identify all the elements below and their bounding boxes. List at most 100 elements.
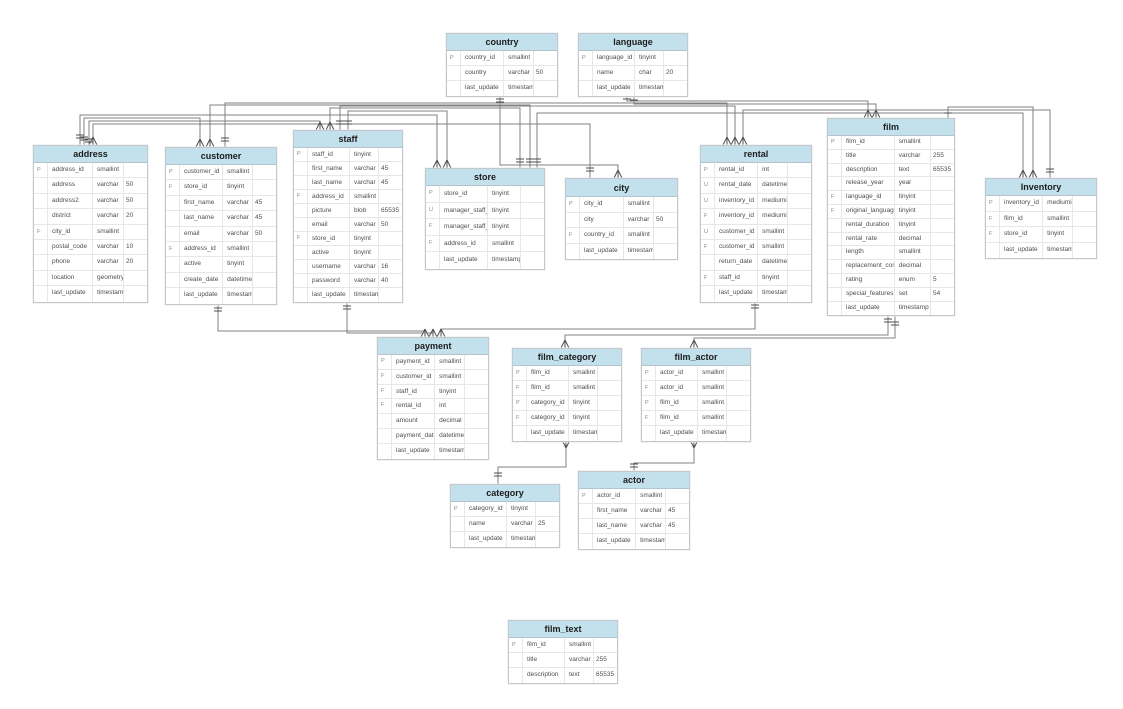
relationship-line[interactable] [83,117,201,147]
relationship-line[interactable] [346,301,434,337]
column-name: address_id [52,166,84,173]
relationship-language-film[interactable] [630,95,881,119]
crow-foot-many-marker [1018,169,1028,179]
relationship-line[interactable] [339,105,736,145]
column-type: smallint [567,366,597,380]
relationship-line[interactable] [88,120,321,145]
relationship-film-film_actor[interactable] [689,314,899,349]
table-title[interactable]: city [566,179,677,197]
column-type: timestamp [486,252,520,269]
relationship-store-customer[interactable] [205,104,534,168]
relationship-address-store[interactable] [76,114,442,169]
table-title[interactable]: category [451,485,559,502]
relationship-line[interactable] [742,109,1051,178]
relationship-address-staff[interactable] [85,120,325,145]
table-title[interactable]: film_text [509,621,617,638]
table-title[interactable]: film_actor [642,349,750,366]
column-size: 50 [252,226,276,241]
column-size [252,288,276,304]
entity-table-Inventory[interactable]: InventoryPinventory_idmediumintFfilm_ids… [985,178,1097,259]
relationship-line[interactable] [217,303,426,337]
relationship-film-film_category[interactable] [560,314,892,349]
table-title[interactable]: store [426,169,544,186]
column-type: tinyint [348,246,378,259]
table-title[interactable]: actor [579,472,689,489]
column-type: tinyint [486,202,520,218]
relationship-store-Inventory[interactable] [533,112,1028,179]
relationship-line[interactable] [499,95,619,178]
table-title[interactable]: film [828,119,954,136]
table-title[interactable]: address [34,146,147,163]
column-size [663,81,687,96]
table-title[interactable]: film_category [513,349,621,366]
relationship-store-staff[interactable] [325,107,524,168]
relationship-line[interactable] [224,102,728,147]
relationship-Inventory-rental[interactable] [738,109,1054,178]
column-name: rental_duration [846,220,890,228]
relationship-line[interactable] [497,440,567,484]
column-type: varchar [348,176,378,189]
crow-foot-many-marker [325,121,335,131]
column-key-flag: U [701,193,715,209]
table-title[interactable]: payment [378,338,488,355]
column-key-flag [579,519,593,533]
table-title[interactable]: country [447,34,557,51]
column-key-flag [509,653,523,667]
column-type: decimal [893,260,930,273]
relationship-country-city[interactable] [496,95,623,179]
relationship-customer-payment[interactable] [214,303,430,338]
relationship-line[interactable] [564,314,889,348]
column-type: varchar [91,255,123,270]
relationship-line[interactable] [209,104,531,168]
relationship-address-customer[interactable] [80,117,205,148]
relationship-category-film_category[interactable] [494,439,571,484]
relationship-staff-store[interactable] [344,110,452,169]
table-title[interactable]: Inventory [986,179,1096,196]
relationship-line[interactable] [79,114,438,168]
crow-foot-many-marker [442,159,452,169]
relationship-customer-rental[interactable] [221,102,732,147]
table-title[interactable]: customer [166,148,276,165]
table-title[interactable]: rental [701,146,811,163]
table-title[interactable]: language [579,34,687,51]
relationship-actor-film_actor[interactable] [630,439,699,471]
relationship-line[interactable] [633,440,695,471]
relationship-line[interactable] [536,112,1024,178]
column-type: text [893,163,930,177]
column-key-flag: F [513,411,527,425]
entity-table-store[interactable]: storePstore_idtinyintUmanager_staff_idti… [425,168,545,270]
relationship-line[interactable] [947,106,1034,178]
relationship-staff-rental[interactable] [336,105,740,146]
column-name: special_features [846,289,894,297]
relationship-line[interactable] [693,314,896,348]
relationship-staff-payment[interactable] [343,301,438,338]
column-size: 5 [930,273,954,287]
relationship-line[interactable] [329,107,521,168]
table-title[interactable]: staff [294,131,402,148]
relationship-rental-payment[interactable] [436,300,759,338]
one-cardinality-marker [85,138,93,143]
relationship-line[interactable] [440,300,756,337]
